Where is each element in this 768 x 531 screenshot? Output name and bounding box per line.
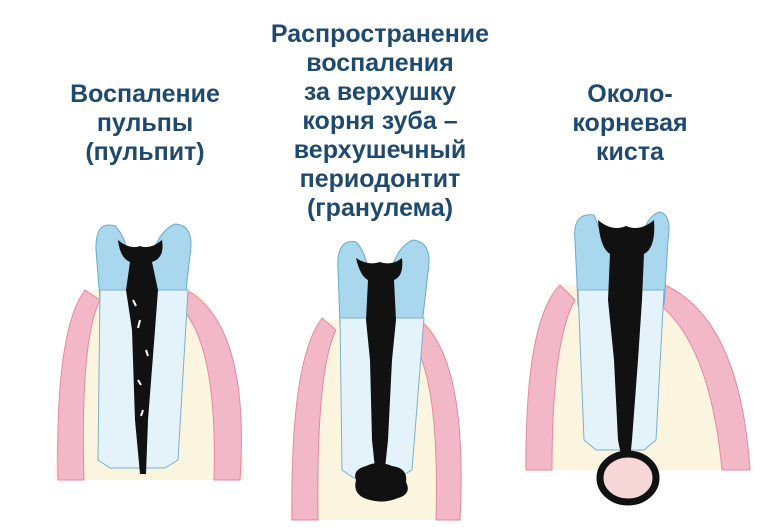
caption-granuloma: Распространение воспаления за верхушку к… bbox=[270, 20, 490, 222]
caption-cyst: Около- корневая киста bbox=[572, 80, 688, 166]
pulp-spots-1 bbox=[132, 299, 149, 417]
pulp-2 bbox=[356, 258, 403, 478]
pulp-3 bbox=[598, 220, 655, 460]
pulp-1 bbox=[118, 240, 163, 474]
gum-left-2 bbox=[291, 317, 337, 521]
gum-left-3 bbox=[525, 284, 576, 471]
gum-left-1 bbox=[57, 289, 101, 481]
granuloma-lesion bbox=[355, 463, 408, 502]
cyst-lesion bbox=[596, 450, 660, 506]
caption-pulpitis: Воспаление пульпы (пульпит) bbox=[70, 80, 220, 166]
